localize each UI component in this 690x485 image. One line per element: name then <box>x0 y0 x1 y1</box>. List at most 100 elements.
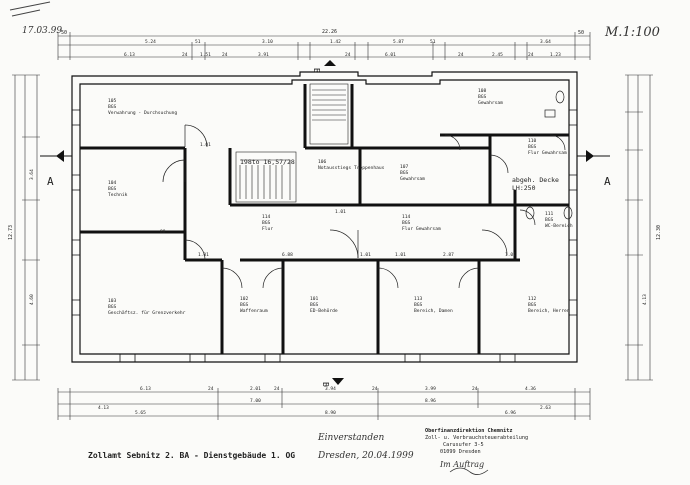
top-dimension-labels: 50 22.26 50 5.24 51 3.10 1.42 5.87 51 3.… <box>61 29 584 58</box>
plan-title: Zollamt Sebnitz 2. BA - Dienstgebäude 1.… <box>88 450 295 460</box>
stamp-line-4: 01099 Dresden <box>440 449 481 455</box>
inner-dim: 1.01 <box>200 142 211 148</box>
room-name: Gewahrsam <box>400 176 425 182</box>
inner-dim: 88 <box>160 229 166 235</box>
room-name: Notausstiegs Treppenhaus <box>318 165 385 171</box>
room-code: BGS <box>528 144 537 150</box>
dim-top-r2-4: 3.91 <box>258 52 269 58</box>
room-name: Geschäftsz. für Grenzverkehr <box>108 310 186 316</box>
room-labels: 105 BGS Verwahrung - Durchsuchung 104 BG… <box>108 88 573 316</box>
room-name: Waffenraum <box>240 308 268 314</box>
room-num: 106 <box>318 159 327 165</box>
section-markers: A A B B <box>40 60 611 387</box>
dim-top-r2-0: 6.13 <box>124 52 135 58</box>
header-handwriting: 17.03.99 M.1:100 <box>9 1 660 40</box>
dim-top-outer-right: 50 <box>578 30 584 36</box>
dim-top-r1-4: 5.87 <box>393 39 404 45</box>
dim-bottom-r2-2: 8.96 <box>425 398 436 404</box>
dim-left-mid: 3.64 <box>29 169 35 180</box>
room-name: Flur Gewahrsam <box>402 226 441 232</box>
dim-top-r1-5: 51 <box>430 39 436 45</box>
room-name: Bereich, Herren <box>528 308 570 314</box>
dim-top-r2-9: 24 <box>528 52 534 58</box>
top-dimension-chain <box>57 32 591 60</box>
room-code: BGS <box>528 302 537 308</box>
office-stamp: Oberfinanzdirektion Chemnitz Zoll- u. Ve… <box>425 428 528 475</box>
toilet-fixtures <box>525 90 573 220</box>
outer-walls <box>71 71 578 363</box>
room-name: ED-Behörde <box>310 308 338 314</box>
dim-top-r1-3: 1.42 <box>330 39 341 45</box>
side-dimension-chains <box>12 74 653 381</box>
stair-core <box>235 83 349 203</box>
bottom-dimension-labels: 6.13 24 2.01 24 3.94 24 3.99 24 4.36 4.1… <box>98 386 551 416</box>
dim-bottom-r1-2: 2.01 <box>250 386 261 392</box>
room-num: 107 <box>400 164 409 170</box>
dim-right-low: 4.13 <box>642 294 648 305</box>
dim-bottom-r1-6: 3.99 <box>425 386 436 392</box>
room-name: Gewahrsam <box>478 100 503 106</box>
stair-label: 198to 16,57/28 <box>240 158 295 166</box>
dim-bottom-r2-0: 4.13 <box>98 405 109 411</box>
dim-bottom-r3-1: 8.90 <box>325 410 336 416</box>
room-name: Bereich, Damen <box>414 308 453 314</box>
approval-signature: Einverstanden <box>317 433 384 443</box>
room-num: 102 <box>240 296 249 302</box>
ceiling-value: LH:250 <box>512 184 536 192</box>
dim-bottom-r1-8: 4.36 <box>525 386 536 392</box>
header-date: 17.03.99 <box>22 26 62 36</box>
room-num: 101 <box>310 296 319 302</box>
section-right-label: A <box>604 175 611 188</box>
dim-bottom-r1-4: 3.94 <box>325 386 336 392</box>
dim-left-overall: 12.73 <box>8 225 14 240</box>
room-code: BGS <box>478 94 487 100</box>
inner-dim: 1.01 <box>198 252 209 258</box>
dim-bottom-r1-7: 24 <box>472 386 478 392</box>
stamp-signature: Im Auftrag <box>439 460 484 469</box>
dim-top-r2-8: 2.45 <box>492 52 503 58</box>
dim-bottom-r3-0: 5.65 <box>135 410 146 416</box>
room-code: BGS <box>414 302 423 308</box>
room-name: Technik <box>108 192 128 198</box>
dim-left-low: 4.60 <box>29 294 35 305</box>
ceiling-note: abgeh. Decke <box>512 176 559 184</box>
inner-dim: 1.01 <box>335 209 346 215</box>
dim-top-r1-6: 3.64 <box>540 39 551 45</box>
stamp-line-2: Zoll- u. Verbrauchsteuerabteilung <box>425 435 528 441</box>
room-code: BGS <box>402 220 411 226</box>
section-bottom-label: B <box>321 382 330 387</box>
dim-bottom-r1-1: 24 <box>208 386 214 392</box>
room-code: BGS <box>545 217 554 223</box>
room-code: BGS <box>108 186 117 192</box>
room-code: BGS <box>108 304 117 310</box>
room-num: 114 <box>262 214 271 220</box>
dim-top-r2-5: 24 <box>345 52 351 58</box>
room-num: 114 <box>402 214 411 220</box>
dim-top-r2-6: 6.01 <box>385 52 396 58</box>
dim-bottom-r1-3: 24 <box>274 386 280 392</box>
dim-bottom-r1-0: 6.13 <box>140 386 151 392</box>
dim-top-r2-2: 1.51 <box>200 52 211 58</box>
dim-top-r2-1: 24 <box>182 52 188 58</box>
inner-dim: 1.01 <box>395 252 406 258</box>
dim-top-r1-0: 5.24 <box>145 39 156 45</box>
room-num: 111 <box>545 211 554 217</box>
room-name: Verwahrung - Durchsuchung <box>108 110 177 116</box>
room-name: Flur <box>262 226 273 232</box>
section-left-label: A <box>47 175 54 188</box>
interior-walls <box>80 84 569 354</box>
dim-top-r2-3: 24 <box>222 52 228 58</box>
room-num: 108 <box>478 88 487 94</box>
inner-dimensions: 1.01 1.01 88 1.01 6.88 1.01 1.01 2.87 1.… <box>160 142 516 258</box>
room-name: Flur Gewahrsam <box>528 150 567 156</box>
room-code: BGS <box>310 302 319 308</box>
approval-place-date: Dresden, 20.04.1999 <box>317 451 414 461</box>
room-num: 110 <box>528 138 537 144</box>
inner-dim: 2.87 <box>443 252 454 258</box>
room-num: 105 <box>108 98 117 104</box>
stamp-line-1: Oberfinanzdirektion Chemnitz <box>425 428 512 434</box>
section-top-label: B <box>312 68 321 73</box>
room-num: 112 <box>528 296 537 302</box>
room-code: BGS <box>108 104 117 110</box>
